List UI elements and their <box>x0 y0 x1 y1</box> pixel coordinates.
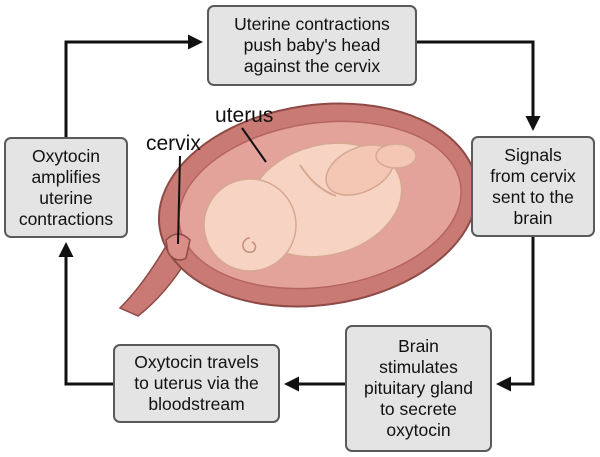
arrow-bottom-left-to-left <box>58 242 113 386</box>
baby-arm <box>299 164 337 197</box>
baby-head <box>203 178 297 272</box>
cervix-pointer <box>177 155 181 245</box>
step-oxytocin-travels: Oxytocin travels to uterus via the blood… <box>113 344 280 423</box>
arrow-left-to-top <box>64 34 203 137</box>
baby-ear <box>242 237 257 253</box>
arrow-right-to-bottom-right <box>496 237 535 392</box>
uterus-pointer <box>241 127 267 163</box>
step-signals-to-brain: Signals from cervix sent to the brain <box>471 136 595 237</box>
cervix-label: cervix <box>146 132 201 155</box>
uterus-label: uterus <box>215 104 274 127</box>
step-oxytocin-amplifies: Oxytocin amplifies uterine contractions <box>4 137 128 238</box>
baby-foot <box>375 143 417 169</box>
arrow-top-to-right <box>417 40 541 131</box>
step-brain-stimulates-pituitary: Brain stimulates pituitary gland to secr… <box>345 325 492 452</box>
cervix <box>165 233 191 261</box>
step-uterine-contractions: Uterine contractions push baby's head ag… <box>207 5 417 86</box>
